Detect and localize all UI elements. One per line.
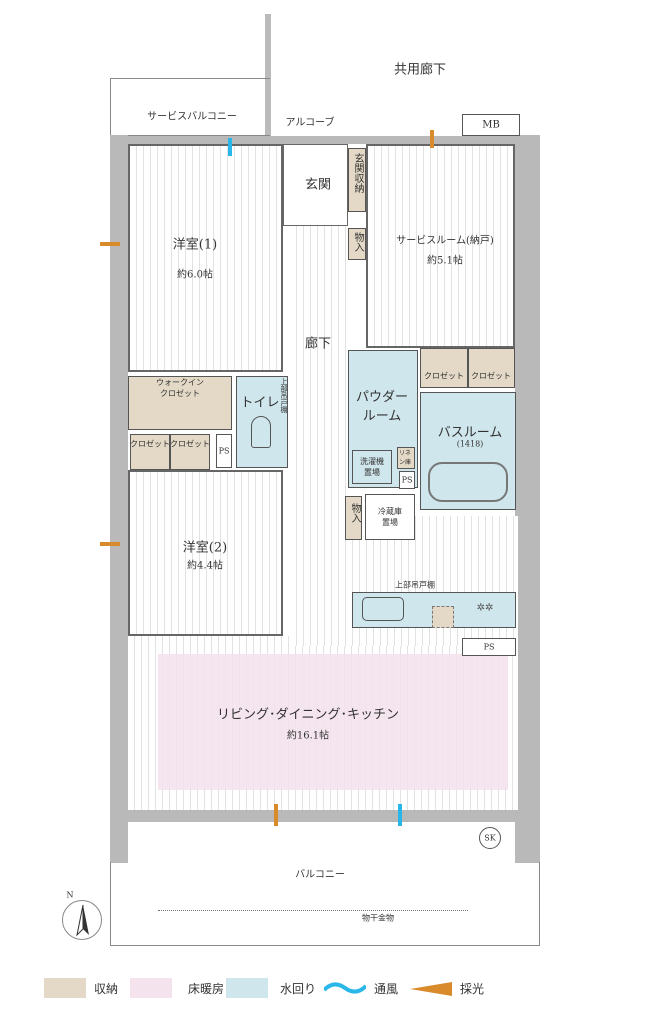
legend-label: 水回り (280, 981, 317, 996)
washer-label: 洗濯機置場 (360, 457, 384, 477)
western-room-2-name: 洋室(2) (182, 540, 228, 556)
bathroom-size: (1418) (456, 439, 484, 449)
fridge-label: 冷蔵庫置場 (378, 507, 402, 527)
light-icon (430, 130, 434, 148)
closet-label: クロゼット (471, 371, 511, 381)
balcony (110, 862, 540, 946)
entrance-storage: 玄関収納 (348, 148, 366, 212)
drying-rod-label: 物干金物 (362, 913, 394, 923)
legend-storage: 収納 (44, 978, 118, 998)
light-icon (274, 804, 278, 826)
walk-in-closet (128, 376, 232, 430)
ps-label: PS (401, 475, 413, 485)
legend-swatch (130, 978, 172, 998)
north-arrow-icon (62, 900, 102, 940)
mb-box (462, 114, 520, 136)
legend-label: 床暖房 (188, 981, 225, 996)
toilet-bowl-icon (251, 416, 271, 448)
closet-label: クロゼット (170, 439, 210, 449)
toilet-upper-cabinet-label: 上部吊戸棚 (280, 378, 288, 413)
legend-swatch (226, 978, 268, 998)
entrance (283, 144, 348, 226)
storage-2-label: 物入 (349, 503, 360, 523)
closet-label: クロゼット (424, 371, 464, 381)
ldk-size: 約16.1帖 (286, 730, 330, 742)
kitchen-upper-cabinet-label: 上部吊戸棚 (395, 580, 435, 590)
bathtub-icon (428, 462, 508, 502)
storage-2: 物入 (345, 496, 362, 540)
ps-3 (462, 638, 516, 656)
light-icon (410, 982, 452, 996)
legend-label: 採光 (460, 981, 485, 996)
balcony-label: バルコニー (295, 869, 345, 881)
ldk-name: リビング･ダイニング･キッチン (216, 707, 400, 723)
legend-label: 通風 (374, 981, 399, 996)
closet-2 (170, 434, 210, 470)
right-wall (515, 135, 540, 863)
closet-sr-1 (420, 348, 468, 388)
legend-light: 採光 (410, 978, 484, 998)
closet-sr-2 (468, 348, 515, 388)
service-room-size: 約5.1帖 (427, 255, 463, 267)
legend-floor-heating: 床暖房 (130, 978, 224, 998)
legend-water: 水回り (226, 978, 316, 998)
fridge-space (365, 494, 415, 540)
hallway-label: 廊下 (304, 336, 332, 352)
ventilation-icon (228, 138, 232, 156)
top-wall (110, 136, 540, 144)
bathroom-name: バスルーム (437, 425, 503, 441)
north-label: N (66, 890, 74, 900)
storage-1: 物入 (348, 228, 366, 260)
ps-1 (216, 434, 232, 468)
common-corridor-label: 共用廊下 (393, 62, 447, 78)
service-balcony-label: サービスバルコニー (147, 111, 237, 123)
drying-rod (158, 910, 468, 911)
linen-label: リネン庫 (399, 450, 412, 466)
sk-label: SK (484, 833, 496, 843)
hallway (290, 226, 348, 516)
western-room-2 (128, 470, 283, 636)
light-icon (100, 242, 120, 246)
stove-icon: ✲✲ (476, 602, 494, 614)
western-room-2-size: 約4.4帖 (187, 560, 223, 572)
floor-heating-area (158, 654, 508, 790)
sink-icon (362, 597, 404, 621)
ps-label: PS (218, 446, 230, 456)
closet-label: クロゼット (130, 439, 170, 449)
western-room-1-name: 洋室(1) (172, 237, 218, 253)
mb-label: MB (482, 119, 500, 131)
walk-in-closet-label: ウォークインクロゼット (156, 378, 204, 398)
common-corridor (265, 14, 653, 136)
alcove-label: アルコーブ (285, 117, 335, 129)
service-balcony (110, 78, 270, 136)
ps-label: PS (483, 642, 495, 652)
ventilation-icon (324, 982, 366, 994)
linen-storage: リネン庫 (397, 447, 415, 469)
storage-1-label: 物入 (352, 232, 363, 252)
legend-ventilation: 通風 (324, 978, 398, 998)
entrance-storage-label: 玄関収納 (352, 153, 363, 193)
powder-room-label: パウダールーム (355, 390, 408, 424)
ps-2 (399, 471, 415, 489)
upper-cabinet (432, 606, 454, 628)
service-room-name: サービスルーム(納戸) (396, 235, 494, 247)
service-room (366, 144, 515, 348)
western-room-1-size: 約6.0帖 (177, 269, 213, 281)
bottom-wall (110, 808, 540, 822)
entrance-label: 玄関 (304, 177, 332, 193)
light-icon (100, 542, 120, 546)
toilet-label: トイレ (240, 395, 280, 411)
western-room-1 (128, 144, 283, 372)
legend-label: 収納 (94, 981, 119, 996)
sk-icon (479, 827, 501, 849)
washer-space (352, 450, 392, 484)
left-wall (110, 135, 128, 863)
legend-swatch (44, 978, 86, 998)
ventilation-icon (398, 804, 402, 826)
closet-1 (130, 434, 170, 470)
